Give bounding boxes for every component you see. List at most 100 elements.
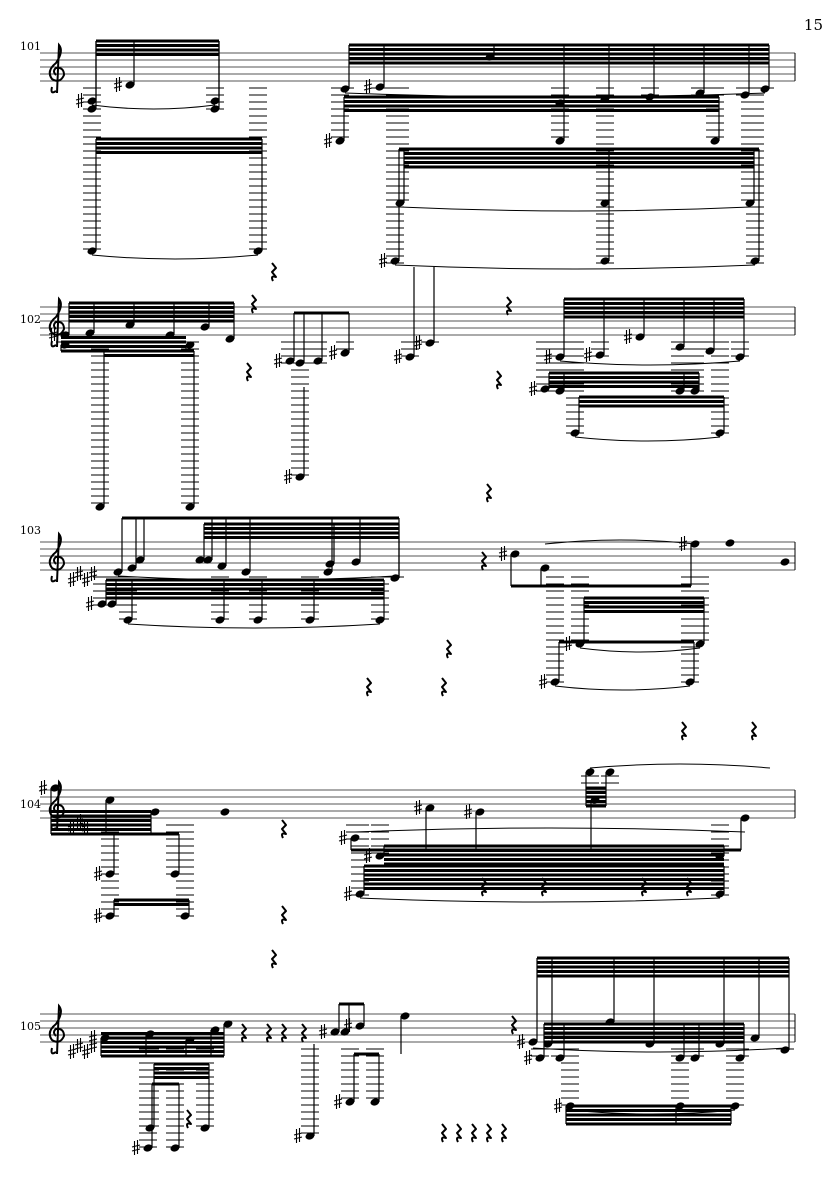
quarter-rest: [506, 296, 512, 316]
sharp-accidental: [93, 866, 103, 881]
beam: [104, 349, 194, 353]
notehead: [750, 1034, 760, 1042]
notehead: [710, 137, 720, 145]
beam: [106, 587, 384, 591]
quarter-rest: [441, 677, 447, 697]
beam: [549, 385, 699, 388]
notehead: [585, 768, 595, 776]
beam: [61, 345, 186, 348]
quarter-rest: [281, 1023, 287, 1043]
beam: [349, 43, 769, 47]
notehead: [97, 600, 107, 608]
notehead: [127, 564, 137, 572]
beam: [384, 844, 724, 848]
notehead: [50, 784, 60, 792]
treble-clef-icon: [48, 296, 66, 348]
sharp-accidental: [75, 93, 85, 108]
quarter-rest: [501, 1123, 507, 1143]
notehead: [370, 1098, 380, 1106]
beam: [537, 965, 789, 969]
beam: [204, 527, 399, 530]
beam: [566, 1109, 731, 1112]
key-signature-sharp: [88, 566, 98, 581]
beam: [566, 1113, 731, 1117]
sharp-accidental: [328, 345, 338, 360]
beam: [349, 48, 769, 51]
quarter-rest: [446, 639, 452, 659]
notehead: [125, 81, 135, 89]
beam: [106, 583, 384, 586]
notehead: [600, 257, 610, 265]
beam: [549, 380, 699, 384]
beam: [101, 1032, 224, 1035]
sharp-accidental: [85, 596, 95, 611]
sharp-accidental: [38, 780, 48, 795]
beam: [537, 974, 789, 978]
notehead: [570, 429, 580, 437]
beam: [579, 395, 724, 399]
beam: [106, 592, 384, 595]
notehead: [330, 1028, 340, 1036]
beam: [69, 310, 234, 314]
beam: [69, 301, 234, 305]
notehead: [690, 1054, 700, 1062]
notehead: [750, 257, 760, 265]
beam: [584, 610, 704, 613]
beam: [564, 302, 744, 305]
tie: [359, 897, 721, 903]
notehead: [375, 852, 385, 860]
beam: [96, 44, 219, 47]
beam: [549, 371, 699, 375]
beam: [537, 956, 789, 960]
quarter-rest: [456, 1123, 462, 1143]
sharp-accidental: [93, 908, 103, 923]
notehead: [185, 341, 195, 349]
notehead: [325, 560, 335, 568]
quarter-rest: [681, 721, 687, 741]
sharp-accidental: [528, 381, 538, 396]
beam: [114, 898, 189, 902]
treble-clef-icon: [48, 1003, 66, 1055]
notehead: [203, 556, 213, 564]
sharp-accidental: [48, 327, 58, 342]
beam: [544, 1027, 744, 1030]
notehead: [540, 385, 550, 393]
beam: [404, 161, 754, 164]
beam: [364, 869, 724, 872]
tie: [554, 685, 691, 691]
beam: [114, 832, 179, 836]
notehead: [780, 558, 790, 566]
quarter-rest: [486, 1123, 492, 1143]
beam: [579, 400, 724, 403]
beam: [586, 791, 606, 794]
quarter-rest: [271, 262, 277, 282]
notehead: [730, 1102, 740, 1110]
beam: [104, 354, 194, 357]
beam: [559, 640, 694, 644]
quarter-rest: [246, 362, 252, 382]
beam: [96, 39, 219, 43]
notehead: [335, 137, 345, 145]
tie: [559, 360, 741, 366]
beam: [101, 1041, 224, 1044]
notehead: [210, 97, 220, 105]
beam: [339, 1002, 364, 1006]
beam: [96, 53, 219, 56]
notehead: [735, 353, 745, 361]
key-signature-sharp: [81, 1044, 91, 1059]
notehead: [185, 503, 195, 511]
sharp-accidental: [333, 1094, 343, 1109]
beam: [69, 315, 234, 318]
quarter-rest: [686, 877, 692, 897]
notehead: [351, 558, 361, 566]
notehead: [540, 564, 550, 572]
quarter-rest: [186, 1109, 192, 1129]
beam: [404, 165, 754, 169]
sharp-accidental: [363, 848, 373, 863]
sharp-accidental: [378, 253, 388, 268]
key-signature-sharp: [67, 572, 77, 587]
notehead: [135, 556, 145, 564]
sharp-accidental: [413, 335, 423, 350]
notehead: [555, 353, 565, 361]
tie: [544, 539, 696, 545]
